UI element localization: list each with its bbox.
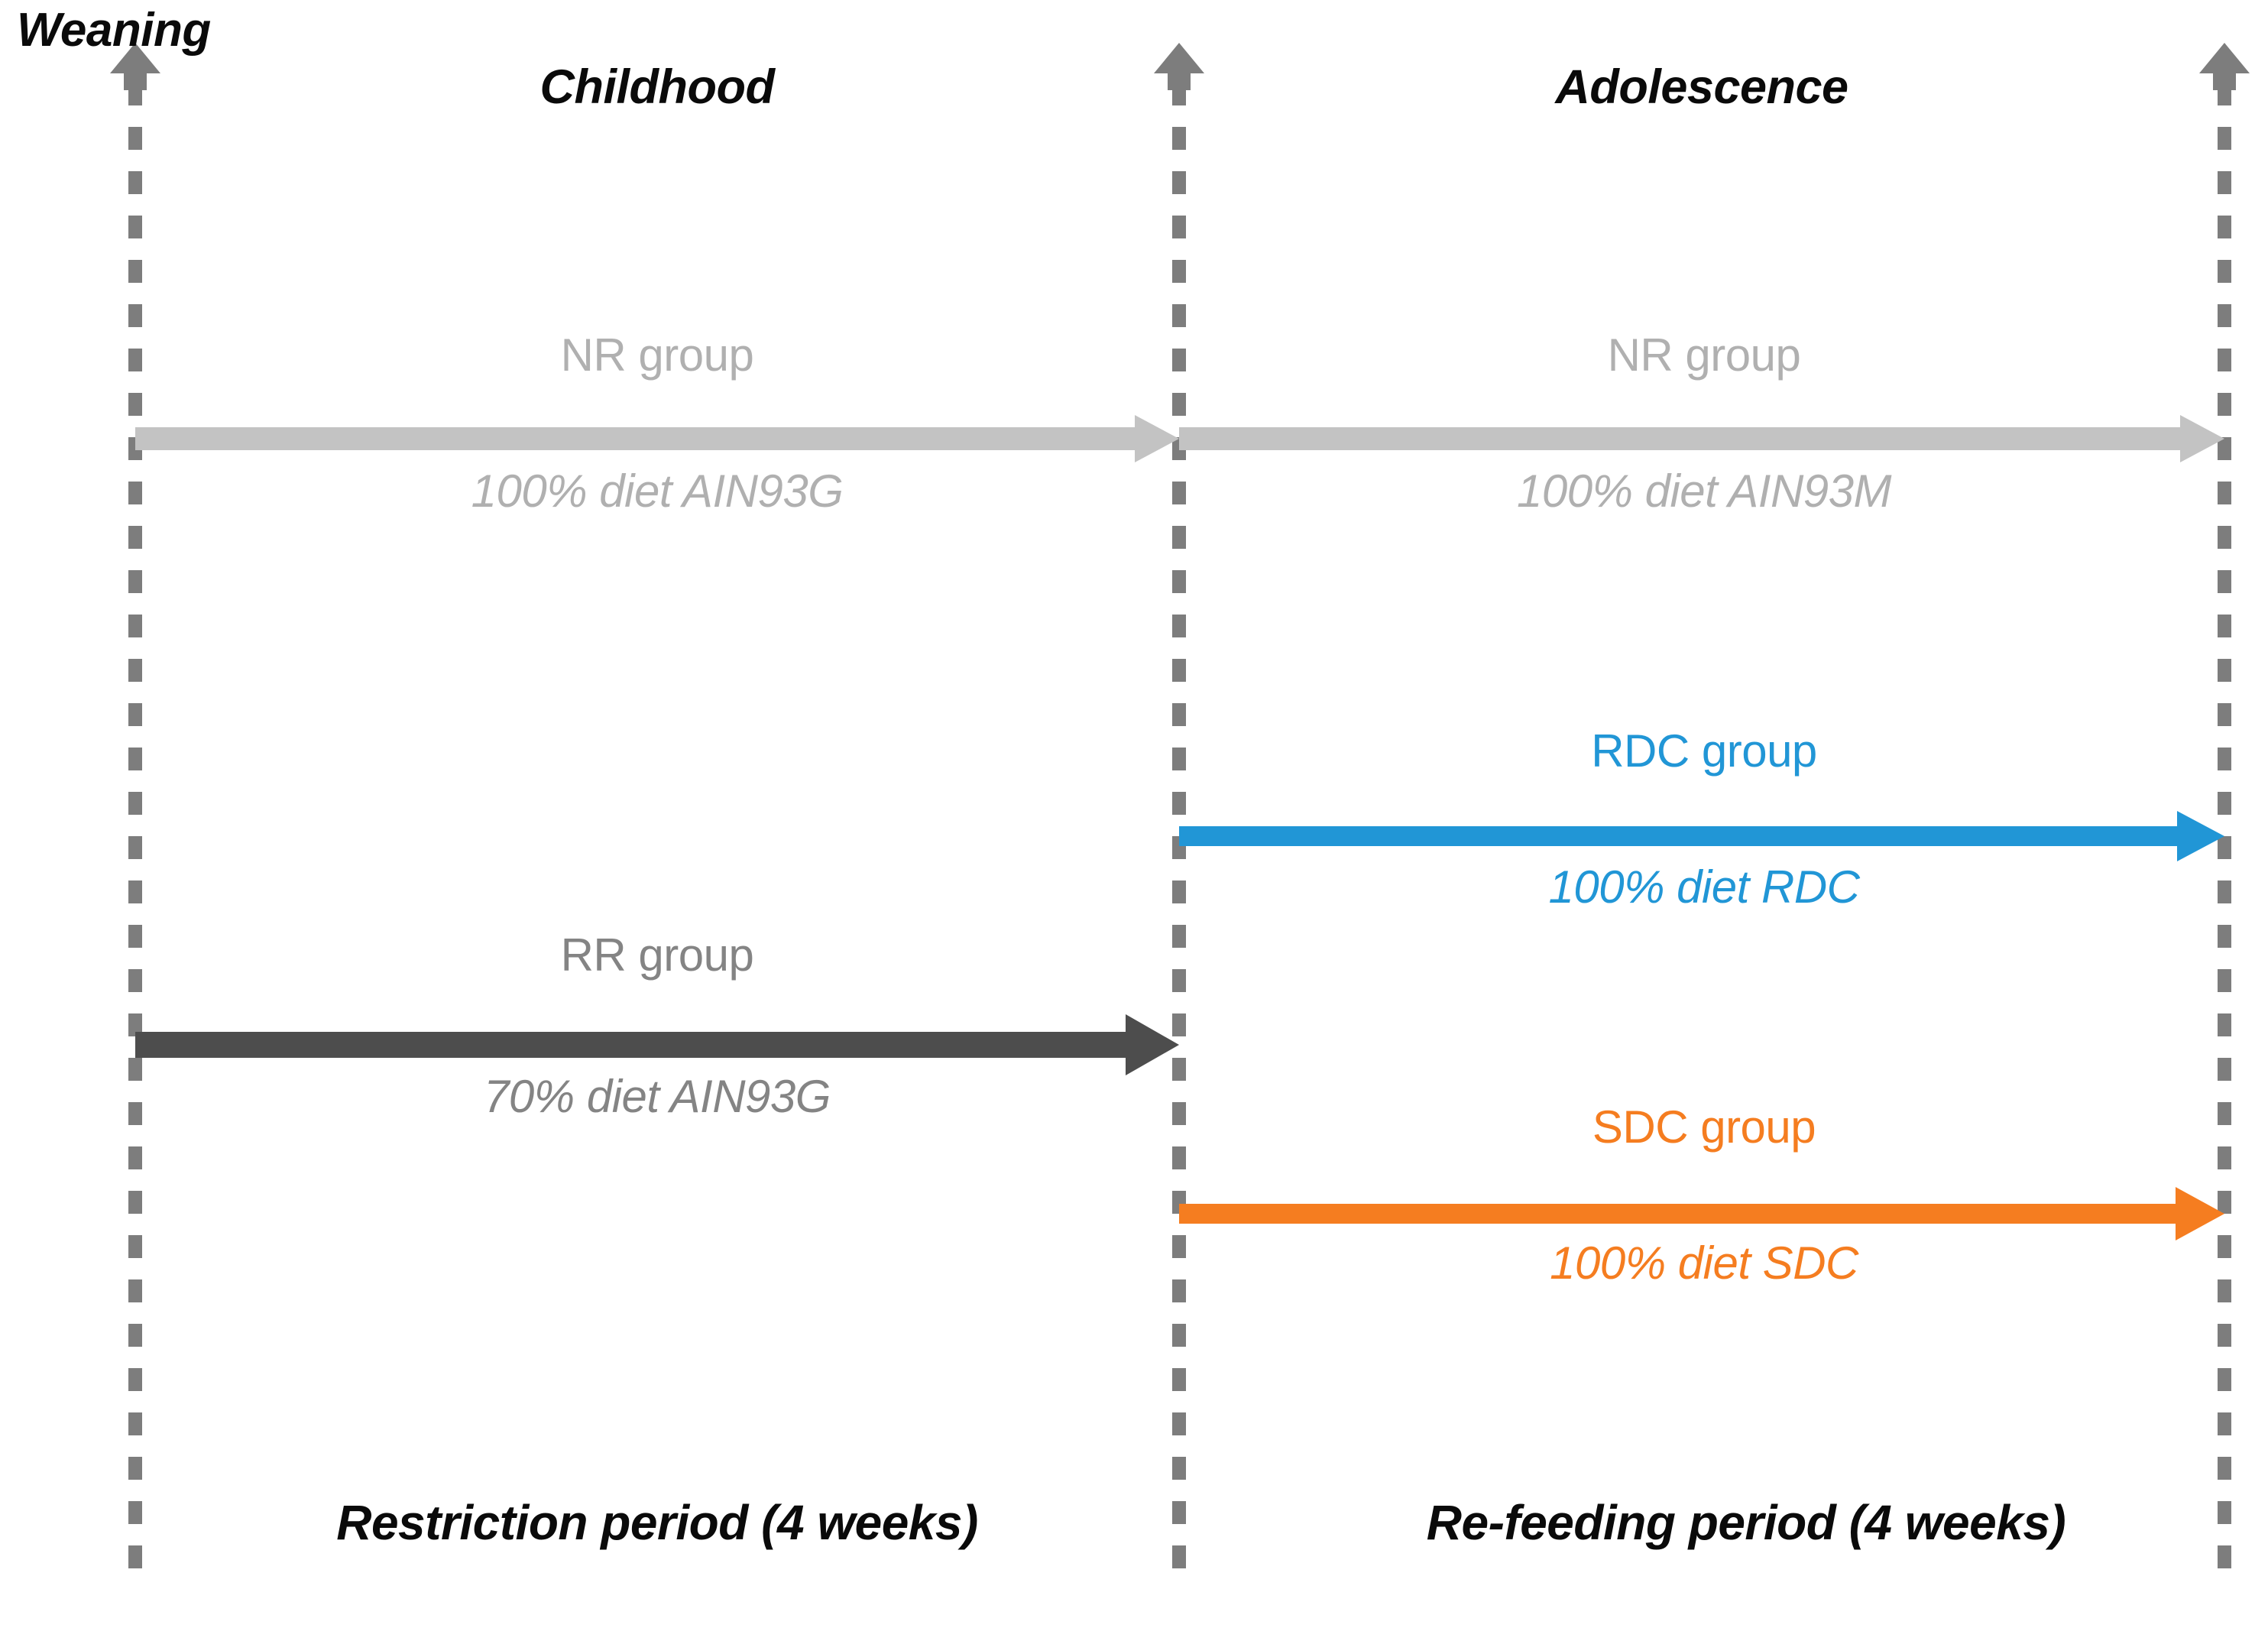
group-arrow-nr-adolescence <box>1179 415 2224 462</box>
timeline-axis-weaning <box>110 43 160 1571</box>
period-title-childhood: Childhood <box>539 60 775 114</box>
diet-label-rdc: 100% diet RDC <box>1548 861 1860 913</box>
group-label-nr-childhood: NR group <box>560 329 754 381</box>
diet-label-sdc: 100% diet SDC <box>1550 1237 1858 1289</box>
diet-label-nr-adolescence: 100% diet AIN93M <box>1516 465 1892 517</box>
group-arrow-rr-childhood <box>135 1014 1179 1075</box>
weaning-label: Weaning <box>17 4 211 57</box>
arrow-shape-icon <box>1179 415 2224 462</box>
period-caption-restriction: Restriction period (4 weeks) <box>336 1495 978 1550</box>
axis-arrowhead-up-icon <box>2199 43 2250 90</box>
diet-label-rr: 70% diet AIN93G <box>484 1071 831 1122</box>
axis-dashed-line <box>128 83 142 1571</box>
timeline-axis-endpoint <box>2199 43 2250 1571</box>
group-arrow-rdc-adolescence <box>1179 811 2224 861</box>
arrow-shape-icon <box>135 1014 1179 1075</box>
arrow-shape-icon <box>1179 1187 2224 1240</box>
group-label-rdc: RDC group <box>1591 725 1817 777</box>
axis-dashed-line <box>2218 83 2231 1571</box>
timeline-axis-midpoint <box>1154 43 1204 1571</box>
arrow-shape-icon <box>1179 811 2224 861</box>
period-title-adolescence: Adolescence <box>1555 60 1848 114</box>
group-label-nr-adolescence: NR group <box>1607 329 1801 381</box>
period-caption-refeeding: Re-feeding period (4 weeks) <box>1426 1495 2066 1550</box>
group-label-sdc: SDC group <box>1592 1101 1816 1153</box>
axis-arrowhead-up-icon <box>1154 43 1204 90</box>
arrow-shape-icon <box>135 415 1179 462</box>
group-arrow-sdc-adolescence <box>1179 1187 2224 1240</box>
group-arrow-nr-childhood <box>135 415 1179 462</box>
diet-label-nr-childhood: 100% diet AIN93G <box>471 465 844 517</box>
axis-arrowhead-up-icon <box>110 43 160 90</box>
group-label-rr: RR group <box>560 929 754 981</box>
